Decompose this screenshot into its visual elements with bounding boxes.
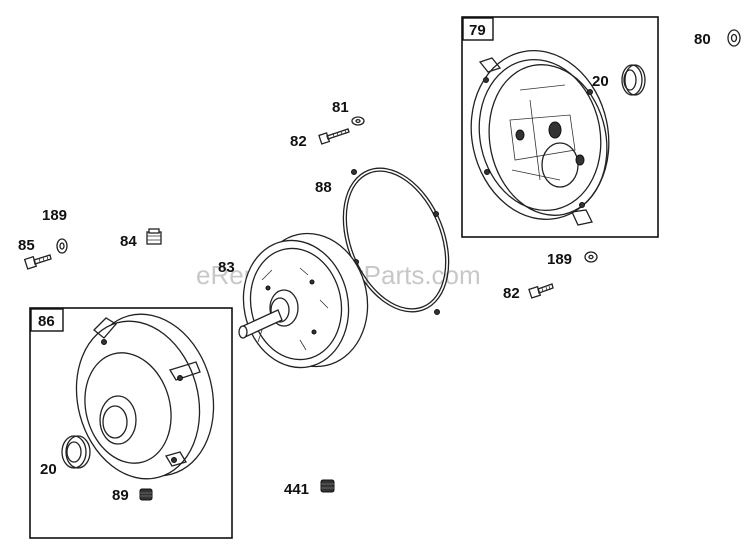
callout-81: 81 [332,99,349,116]
plug-89-part [139,488,153,501]
callout-83: 83 [218,259,235,276]
drum-83-part [238,232,369,369]
box-79-label: 79 [469,22,486,39]
part-441[interactable]: 441 [284,479,335,498]
fitting-441-part [320,479,335,493]
callout-189-right: 189 [547,251,572,268]
box-79-label-tag [462,17,494,41]
part-80[interactable]: 80 [694,29,741,48]
washer-189-left-part [56,238,68,254]
part-83-drum[interactable]: 83 [218,223,380,377]
callout-89: 89 [112,487,129,504]
callout-82-right: 82 [503,285,520,302]
callout-85: 85 [18,237,35,254]
part-189-left[interactable]: 189 [42,207,68,254]
part-84[interactable]: 84 [120,228,162,250]
bolt-85-part [23,254,52,270]
oil-seal-top [621,64,646,96]
box-86-label: 86 [38,313,55,330]
front-housing-part [75,313,215,480]
callout-82-top: 82 [290,133,307,150]
bolt-82-top-part [318,128,350,145]
callout-80: 80 [694,31,711,48]
washer-189-right-part [584,251,598,263]
part-81[interactable]: 81 [332,99,365,126]
box-79-housing[interactable]: 79 20 [456,16,659,238]
rear-housing-part [470,50,610,226]
callout-84: 84 [120,233,137,250]
part-82-top[interactable]: 82 [290,128,350,150]
bolt-82-right-part [528,283,554,299]
oil-seal-bottom [61,435,91,469]
part-82-right[interactable]: 82 [503,283,554,302]
washer-81-part [351,116,365,126]
box-86-housing[interactable]: 86 20 89 [29,300,233,539]
part-189-right[interactable]: 189 [547,251,598,268]
callout-189-left: 189 [42,207,67,224]
box-86-frame [29,307,233,539]
callout-20-top: 20 [592,73,609,90]
part-85[interactable]: 85 [18,237,52,270]
washer-80-part [727,29,741,47]
callout-88: 88 [315,179,332,196]
plug-84-part [146,228,162,245]
box-86-label-tag [30,308,64,332]
box-79-frame [461,16,659,238]
callout-20-bottom: 20 [40,461,57,478]
callout-441: 441 [284,481,309,498]
